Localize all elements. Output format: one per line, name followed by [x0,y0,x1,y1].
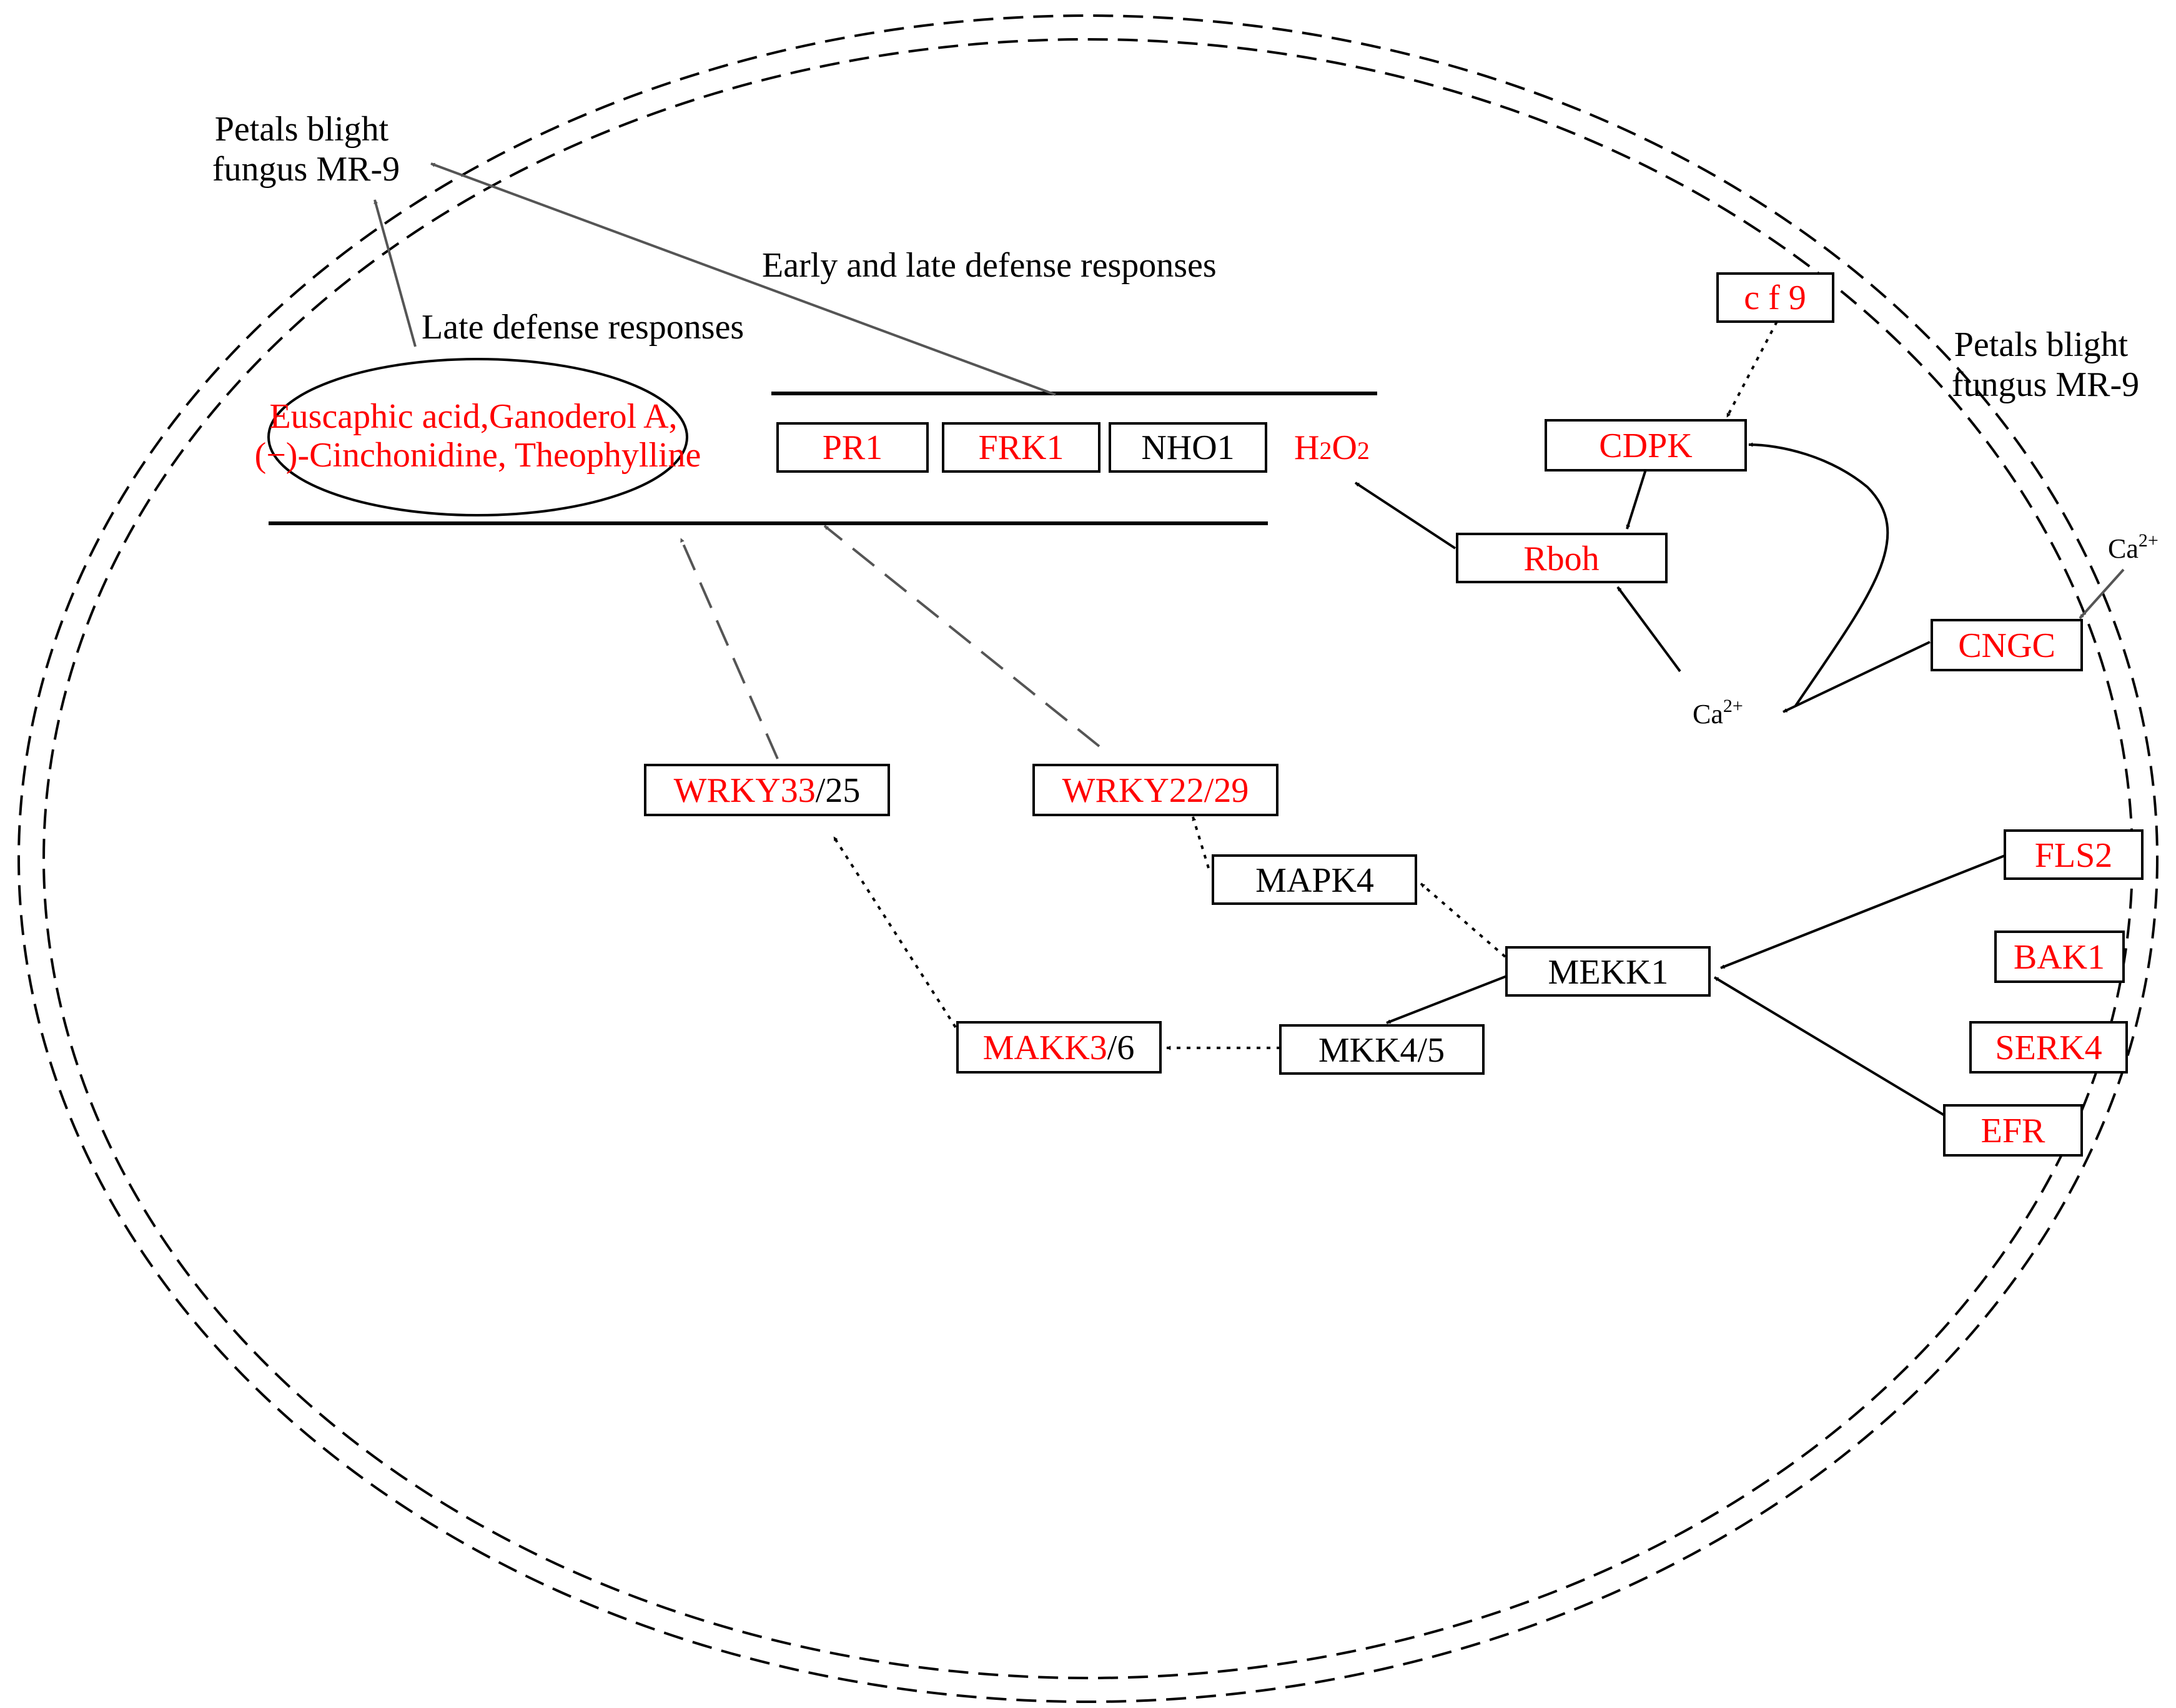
rboh-label: Rboh [1523,540,1599,578]
arrow-efr-mekk1 [1713,976,1950,1119]
cf9-box [1716,272,1834,323]
arrow-mekk1-mapk4 [1420,882,1506,958]
wrky22-box [1032,764,1278,816]
arrow-makk3-wrky33 [833,836,957,1029]
serk4-box [1969,1021,2128,1074]
bak1-box [1994,931,2125,983]
arrow-ca-cngc [2079,568,2125,620]
arrow-cngc-ca [1783,641,1931,713]
compounds-line2: (−)-Cinchonidine, Theophylline [255,436,701,475]
rboh-box [1456,533,1668,583]
nho1-box [1109,422,1267,473]
cdpk-box [1545,419,1747,471]
fungus-right-line2: fungus MR-9 [1952,365,2139,404]
arrow-cdpk-rboh [1626,469,1647,530]
frk1-box [942,422,1100,473]
arrow-late [373,199,417,347]
ca-center-label: Ca2+ [1693,696,1743,729]
mapk4-box [1212,854,1417,905]
compounds-label: Euscaphic acid,Ganoderol A, (−)-Cinchoni… [255,397,701,475]
cngc-label: CNGC [1958,626,2055,665]
nho1-label: NHO1 [1141,428,1234,467]
efr-box [1943,1104,2083,1157]
mapk4-label: MAPK4 [1255,861,1374,900]
fungus-right-line1: Petals blight [1954,325,2129,364]
serk4-label: SERK4 [1995,1029,2102,1067]
h2o2-sub-1: 2 [1319,437,1332,465]
frk1-label: FRK1 [979,428,1064,467]
wrky22-label: WRKY22/29 [1062,771,1249,810]
fls2-box [2004,829,2144,880]
cngc-box [1931,619,2083,671]
h2o2-o: O [1332,428,1357,467]
compounds-ellipse [267,358,688,516]
efr-label: EFR [1981,1112,2045,1150]
compounds-line1: Euscaphic acid,Ganoderol A, [269,397,677,436]
makk3-box [956,1021,1162,1074]
cf9-label: c f 9 [1744,279,1806,317]
pr1-box [776,422,929,473]
late-defense-label: Late defense responses [422,308,744,347]
ca-center-sup: 2+ [1723,696,1743,716]
arrow-early-late [430,162,1056,396]
wrky33-box [644,764,890,816]
arrow-mekk1-mkk45 [1386,974,1509,1024]
wrky33-label: WRKY33/25 [674,771,861,810]
arrow-cf9-cdpk [1726,321,1778,418]
makk3-label: MAKK3/6 [983,1029,1135,1067]
fungus-left-line1: Petals blight [215,110,389,149]
mkk45-box [1279,1024,1485,1075]
mekk1-label: MEKK1 [1548,953,1669,992]
early-late-defense-label: Early and late defense responses [762,246,1217,285]
arrow-rboh-h2o2 [1354,481,1456,550]
mekk1-box [1505,946,1711,997]
makk3-black: /6 [1107,1029,1135,1067]
bak1-label: BAK1 [2014,938,2105,977]
ca-right-base: Ca [2108,533,2139,564]
h2o2-label: H2O2 [1294,428,1370,467]
arrow-ca-cdpk [1748,442,1889,707]
fungus-label-right: Petals blight fungus MR-9 [1952,325,2139,404]
arrow-ca-rboh [1616,586,1681,673]
arrow-wrky33-up [680,538,779,759]
cdpk-label: CDPK [1599,427,1692,465]
arrow-fls2-mekk1 [1720,854,2005,969]
fls2-label: FLS2 [2035,836,2113,875]
pr1-label: PR1 [823,428,883,467]
h2o2-h: H [1294,428,1319,467]
wrky33-red: WRKY33 [674,771,816,810]
fungus-left-line2: fungus MR-9 [212,150,400,189]
mkk45-label: MKK4/5 [1318,1031,1445,1070]
arrow-mapk4-wrky22 [1192,816,1210,869]
arrow-wrky22-up [823,525,1100,748]
wrky33-black: /25 [816,771,861,810]
ca-right-sup: 2+ [2139,530,2159,551]
ca-center-base: Ca [1693,699,1723,729]
makk3-red: MAKK3 [983,1029,1107,1067]
membrane-outer [17,14,2159,1703]
h2o2-sub-2: 2 [1357,437,1370,465]
ca-right-label: Ca2+ [2108,530,2159,564]
fungus-label-left: Petals blight fungus MR-9 [212,110,400,189]
